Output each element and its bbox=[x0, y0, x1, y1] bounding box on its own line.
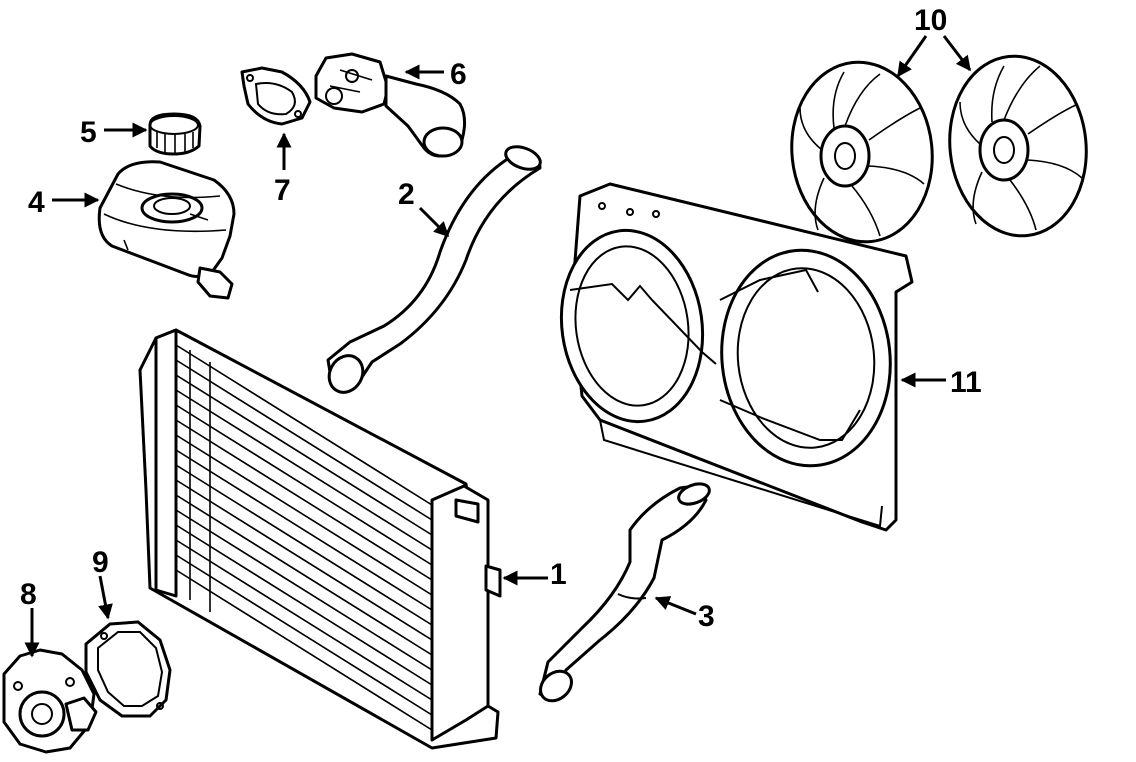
water-pump-part bbox=[2, 648, 98, 754]
callout-8: 8 bbox=[20, 578, 37, 611]
lower-hose-part bbox=[538, 482, 711, 703]
fan-shroud-part bbox=[559, 182, 914, 532]
reservoir-cap-part bbox=[148, 112, 202, 156]
fan-blades-part-left bbox=[790, 60, 934, 244]
callout-11: 11 bbox=[950, 366, 982, 399]
callout-3: 3 bbox=[698, 600, 715, 633]
callout-6: 6 bbox=[450, 58, 467, 91]
reservoir-part bbox=[97, 160, 236, 300]
housing-gasket-part bbox=[240, 66, 312, 126]
callout-5: 5 bbox=[80, 116, 97, 149]
callout-7: 7 bbox=[274, 174, 291, 207]
callout-10: 10 bbox=[914, 4, 947, 37]
callout-1: 1 bbox=[550, 558, 567, 591]
callout-9: 9 bbox=[92, 546, 109, 579]
callout-2: 2 bbox=[398, 178, 415, 211]
fan-blades-part-right bbox=[948, 54, 1088, 238]
pump-gasket-part bbox=[84, 620, 172, 718]
callout-4: 4 bbox=[28, 186, 45, 219]
radiator-part bbox=[138, 328, 502, 750]
thermostat-housing-part bbox=[314, 52, 467, 158]
leader-lines bbox=[24, 35, 972, 658]
callout-labels: 1 2 3 4 5 6 7 8 9 10 11 bbox=[20, 4, 982, 633]
upper-hose-part bbox=[326, 145, 542, 394]
